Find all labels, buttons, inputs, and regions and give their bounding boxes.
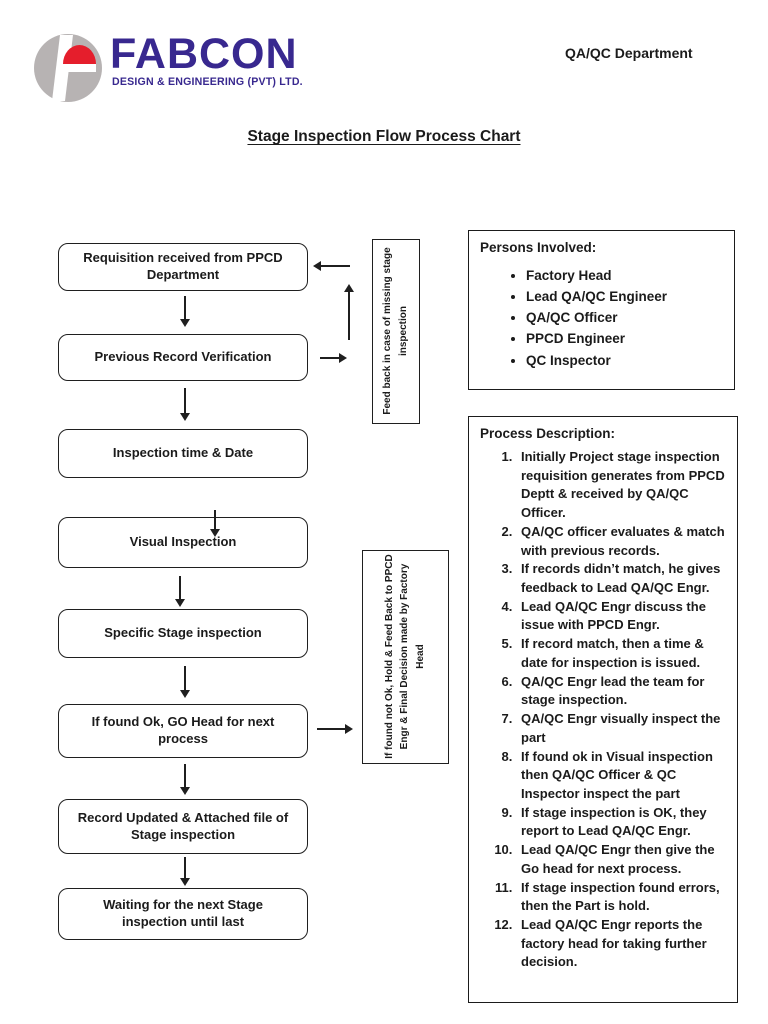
- flow-step-record-verification: Previous Record Verification: [58, 334, 308, 381]
- down-arrow: [180, 857, 190, 886]
- process-item: Lead QA/QC Engr then give the Go head fo…: [516, 841, 737, 878]
- flow-step-requisition: Requisition received from PPCD Departmen…: [58, 243, 308, 291]
- persons-list: Factory Head Lead QA/QC Engineer QA/QC O…: [469, 266, 734, 370]
- down-arrow: [175, 576, 185, 607]
- flow-step-record-updated: Record Updated & Attached file of Stage …: [58, 799, 308, 854]
- up-arrow: [344, 284, 354, 340]
- process-item: If stage inspection found errors, then t…: [516, 879, 737, 916]
- feedback-note-not-ok: If found not Ok, Hold & Feed Back to PPC…: [362, 550, 449, 764]
- brand-tagline: DESIGN & ENGINEERING (PVT) LTD.: [112, 76, 303, 88]
- process-item: Initially Project stage inspection requi…: [516, 448, 737, 523]
- flow-step-go-ahead: If found Ok, GO Head for next process: [58, 704, 308, 758]
- left-arrow: [313, 261, 350, 271]
- process-item: Lead QA/QC Engr discuss the issue with P…: [516, 598, 737, 635]
- process-title: Process Description:: [480, 426, 616, 441]
- down-arrow: [180, 388, 190, 421]
- persons-title: Persons Involved:: [480, 240, 597, 255]
- down-arrow: [180, 764, 190, 795]
- person-item: PPCD Engineer: [526, 329, 734, 348]
- down-arrow: [180, 296, 190, 327]
- flow-step-visual-inspection: Visual Inspection: [58, 517, 308, 568]
- person-item: QC Inspector: [526, 351, 734, 370]
- process-item: QA/QC Engr visually inspect the part: [516, 710, 737, 747]
- feedback-note-missing-stage: Feed back in case of missing stage inspe…: [372, 239, 420, 424]
- feedback-note-missing-stage-text: Feed back in case of missing stage inspe…: [382, 247, 409, 415]
- brand-wordmark: FABCON: [110, 30, 298, 78]
- flow-step-inspection-time: Inspection time & Date: [58, 429, 308, 478]
- process-item: Lead QA/QC Engr reports the factory head…: [516, 916, 737, 972]
- down-arrow: [210, 510, 220, 537]
- process-item: If record match, then a time & date for …: [516, 635, 737, 672]
- flow-step-waiting-next: Waiting for the next Stage inspection un…: [58, 888, 308, 940]
- person-item: QA/QC Officer: [526, 308, 734, 327]
- page-title: Stage Inspection Flow Process Chart: [247, 128, 521, 145]
- right-arrow: [317, 724, 353, 734]
- process-item: QA/QC officer evaluates & match with pre…: [516, 523, 737, 560]
- department-label: QA/QC Department: [565, 45, 693, 61]
- process-item: If stage inspection is OK, they report t…: [516, 804, 737, 841]
- right-arrow: [320, 353, 347, 363]
- person-item: Factory Head: [526, 266, 734, 285]
- down-arrow: [180, 666, 190, 698]
- process-panel: Process Description: Initially Project s…: [468, 416, 738, 1003]
- flow-step-specific-stage: Specific Stage inspection: [58, 609, 308, 658]
- process-item: If records didn’t match, he gives feedba…: [516, 560, 737, 597]
- persons-panel: Persons Involved: Factory Head Lead QA/Q…: [468, 230, 735, 390]
- process-list: Initially Project stage inspection requi…: [469, 448, 737, 972]
- process-item: If found ok in Visual inspection then QA…: [516, 748, 737, 804]
- feedback-note-not-ok-text: If found not Ok, Hold & Feed Back to PPC…: [383, 554, 426, 759]
- process-item: QA/QC Engr lead the team for stage inspe…: [516, 673, 737, 710]
- person-item: Lead QA/QC Engineer: [526, 287, 734, 306]
- fabcon-logo-icon: [33, 33, 103, 108]
